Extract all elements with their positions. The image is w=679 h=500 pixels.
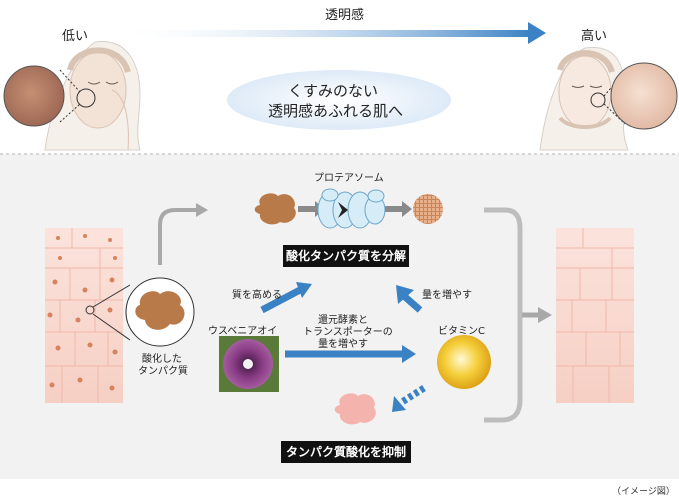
blue-arrow-quality bbox=[260, 286, 302, 314]
proteasome-label: プロテアソーム bbox=[314, 173, 384, 184]
gray-arrow-up bbox=[158, 208, 198, 265]
mallow-label: ウスベニアオイ bbox=[208, 326, 278, 337]
center-line-1: 還元酵素と bbox=[318, 315, 368, 326]
transparency-label: 透明感 bbox=[325, 8, 365, 23]
decomposed-protein bbox=[413, 194, 443, 224]
oxidized-protein-blob-top bbox=[254, 193, 296, 225]
vitamin-c-illustration bbox=[437, 335, 491, 389]
increase-amount-label: 量を増やす bbox=[422, 290, 472, 301]
gray-bracket-arrow bbox=[484, 207, 523, 423]
suppress-box: タンパク質酸化を抑制 bbox=[281, 441, 411, 463]
face-right-illustration bbox=[539, 46, 629, 151]
face-left-illustration bbox=[44, 41, 141, 151]
mallow-flower-illustration bbox=[219, 336, 279, 392]
oxidized-protein-label-1: 酸化した bbox=[142, 354, 182, 365]
low-label: 低い bbox=[62, 29, 89, 44]
proteasome-illustration bbox=[317, 188, 386, 229]
decompose-box: 酸化タンパク質を分解 bbox=[283, 245, 409, 267]
blue-arrow-suppress bbox=[400, 385, 426, 405]
high-label: 高い bbox=[581, 29, 608, 44]
clear-skin-closeup bbox=[610, 62, 678, 130]
increase-quality-label: 質を高める bbox=[232, 290, 282, 301]
bubble-line-2: 透明感あふれる肌へ bbox=[268, 102, 404, 120]
dull-skin-closeup bbox=[3, 65, 65, 127]
blue-arrow-amount bbox=[401, 293, 423, 313]
bubble-line-1: くすみのない bbox=[288, 82, 379, 100]
center-line-2: トランスポーターの bbox=[303, 327, 393, 338]
transparency-arrow bbox=[110, 22, 546, 44]
skin-column-after bbox=[556, 228, 634, 403]
skin-column-before bbox=[45, 228, 123, 403]
result-bubble bbox=[227, 70, 451, 130]
center-line-3: 量を増やす bbox=[318, 339, 368, 350]
arrow-out-proteasome bbox=[385, 201, 412, 217]
oxidized-protein-label-2: タンパク質 bbox=[138, 366, 188, 377]
healthy-protein-blob bbox=[334, 393, 376, 425]
oxidized-protein-zoom bbox=[85, 277, 195, 347]
vitamin-c-label: ビタミンC bbox=[438, 326, 485, 337]
image-note: （イメージ図） bbox=[612, 487, 675, 497]
